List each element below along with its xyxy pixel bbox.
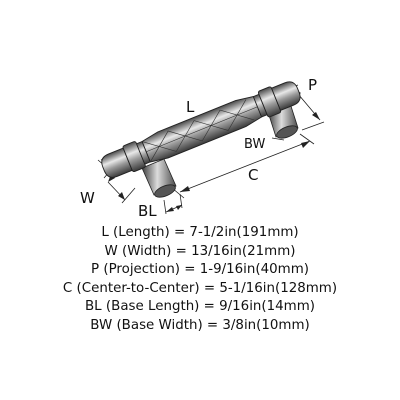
base-length-ext-left [163,199,167,215]
center-dimension-line [179,140,311,193]
arrow-width-top [108,174,115,182]
cabinet-pull [101,81,301,198]
base-width-dimension-line [271,137,285,141]
left-post [141,158,177,198]
arrow-base-length-left [166,207,174,212]
cabinet-pull-dimension-diagram: L W P C BL BW [80,76,325,220]
label-projection: P [308,76,317,94]
spec-width: W (Width) = 13/16in(21mm) [104,243,296,259]
label-length: L [186,98,195,116]
dimension-spec-list: L (Length) = 7-1/2in(191mm) W (Width) = … [0,224,400,336]
width-ext-bottom [121,187,136,204]
base-length-ext-right [179,193,183,209]
pull-bar [101,81,301,178]
arrow-center-right [301,141,310,148]
spec-projection: P (Projection) = 1-9/16in(40mm) [91,262,309,278]
label-width: W [80,189,95,207]
arrow-base-length-right [176,205,182,210]
spec-base-width: BW (Base Width) = 3/8in(10mm) [90,317,310,333]
label-base-width: BW [244,137,265,152]
spec-base-length: BL (Base Length) = 9/16in(14mm) [85,299,315,315]
label-center: C [248,166,258,184]
spec-length: L (Length) = 7-1/2in(191mm) [101,225,299,240]
arrow-projection-bottom [312,112,320,120]
spec-center-to-center: C (Center-to-Center) = 5-1/16in(128mm) [62,280,338,296]
projection-ext-bottom [301,121,325,131]
arrow-center-left [180,186,190,192]
center-ext-right [299,133,315,145]
arrow-width-bottom [118,192,125,200]
label-base-length: BL [138,202,157,220]
